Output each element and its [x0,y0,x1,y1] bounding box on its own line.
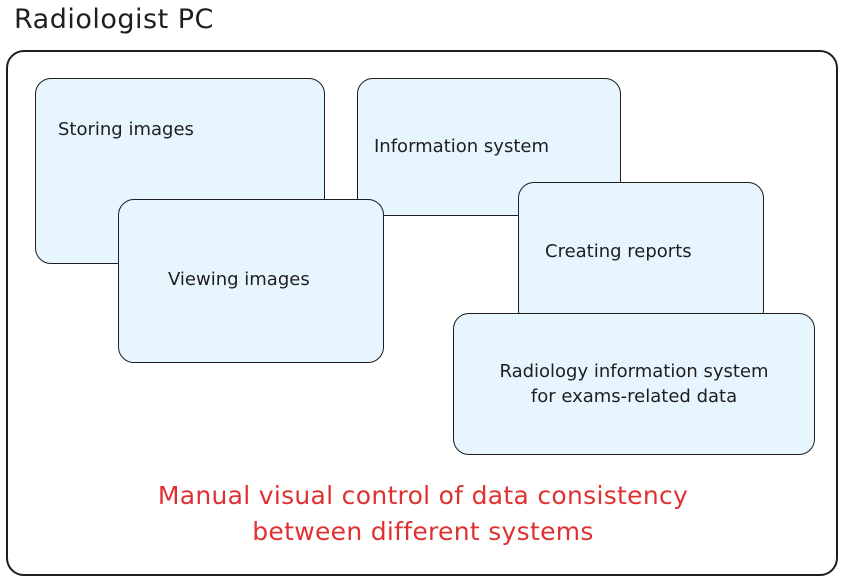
consistency-note: Manual visual control of data consistenc… [60,478,786,549]
diagram-title: Radiologist PC [14,4,214,35]
consistency-note-line-2: between different systems [252,516,594,546]
viewing-images-label: Viewing images [168,269,310,290]
creating-reports-label: Creating reports [545,241,692,262]
information-system-label: Information system [374,136,549,157]
consistency-note-line-1: Manual visual control of data consistenc… [157,481,689,510]
creating-reports-box: Creating reports [518,182,764,326]
radiology-information-system-box: Radiology information system for exams-r… [453,313,815,455]
radiology-information-system-label: Radiology information system for exams-r… [499,359,768,409]
ris-label-line-2: for exams-related data [530,386,738,407]
storing-images-label: Storing images [58,119,194,140]
viewing-images-box: Viewing images [118,199,384,363]
ris-label-line-1: Radiology information system [499,360,769,382]
